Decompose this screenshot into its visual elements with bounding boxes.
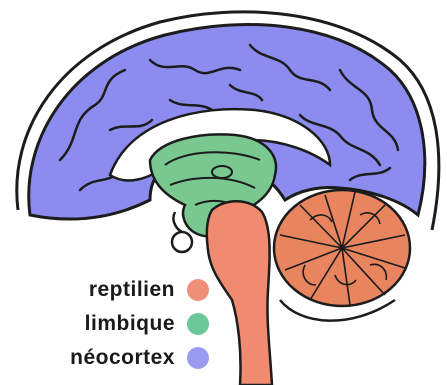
legend-item-limbique: limbique — [0, 310, 215, 338]
pituitary-gland — [172, 232, 192, 252]
legend-swatch — [187, 279, 209, 301]
legend-swatch — [187, 347, 209, 369]
legend-label: limbique — [85, 312, 175, 336]
legend-item-neocortex: néocortex — [0, 344, 215, 372]
legend-item-reptilien: reptilien — [0, 276, 215, 304]
legend-swatch — [187, 313, 209, 335]
pituitary-stalk — [173, 212, 182, 232]
reptilian-brainstem — [207, 201, 272, 385]
legend-label: néocortex — [70, 346, 175, 370]
legend-label: reptilien — [89, 278, 175, 302]
